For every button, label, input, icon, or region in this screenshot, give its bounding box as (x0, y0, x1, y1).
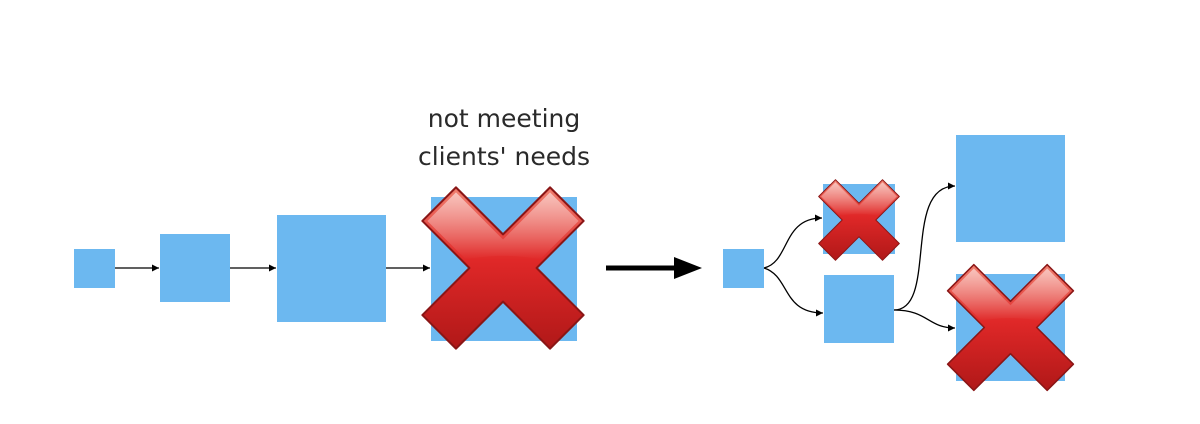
chain-box-3 (277, 215, 386, 322)
tree-sub-branch-upper-arrow (893, 182, 956, 311)
transition-arrow-head (674, 257, 702, 279)
transition-arrow (606, 257, 702, 279)
chain-box-1 (74, 249, 115, 288)
failure-annotation-line-1: not meeting (427, 104, 581, 133)
tree-sub-branch-lower-arrow (893, 309, 956, 332)
tree-branch-upper-arrow (763, 214, 823, 269)
linear-chain (74, 186, 585, 350)
branching-tree (723, 135, 1075, 392)
tree-branch-lower-arrow (763, 267, 824, 317)
failure-annotation-line-2: clients' needs (417, 142, 590, 171)
tree-lower-box (824, 275, 894, 343)
tree-root-box (723, 249, 764, 288)
failure-annotation: not meeting clients' needs (404, 100, 604, 176)
tree-top-right-box (956, 135, 1065, 242)
chain-box-2 (160, 234, 230, 302)
